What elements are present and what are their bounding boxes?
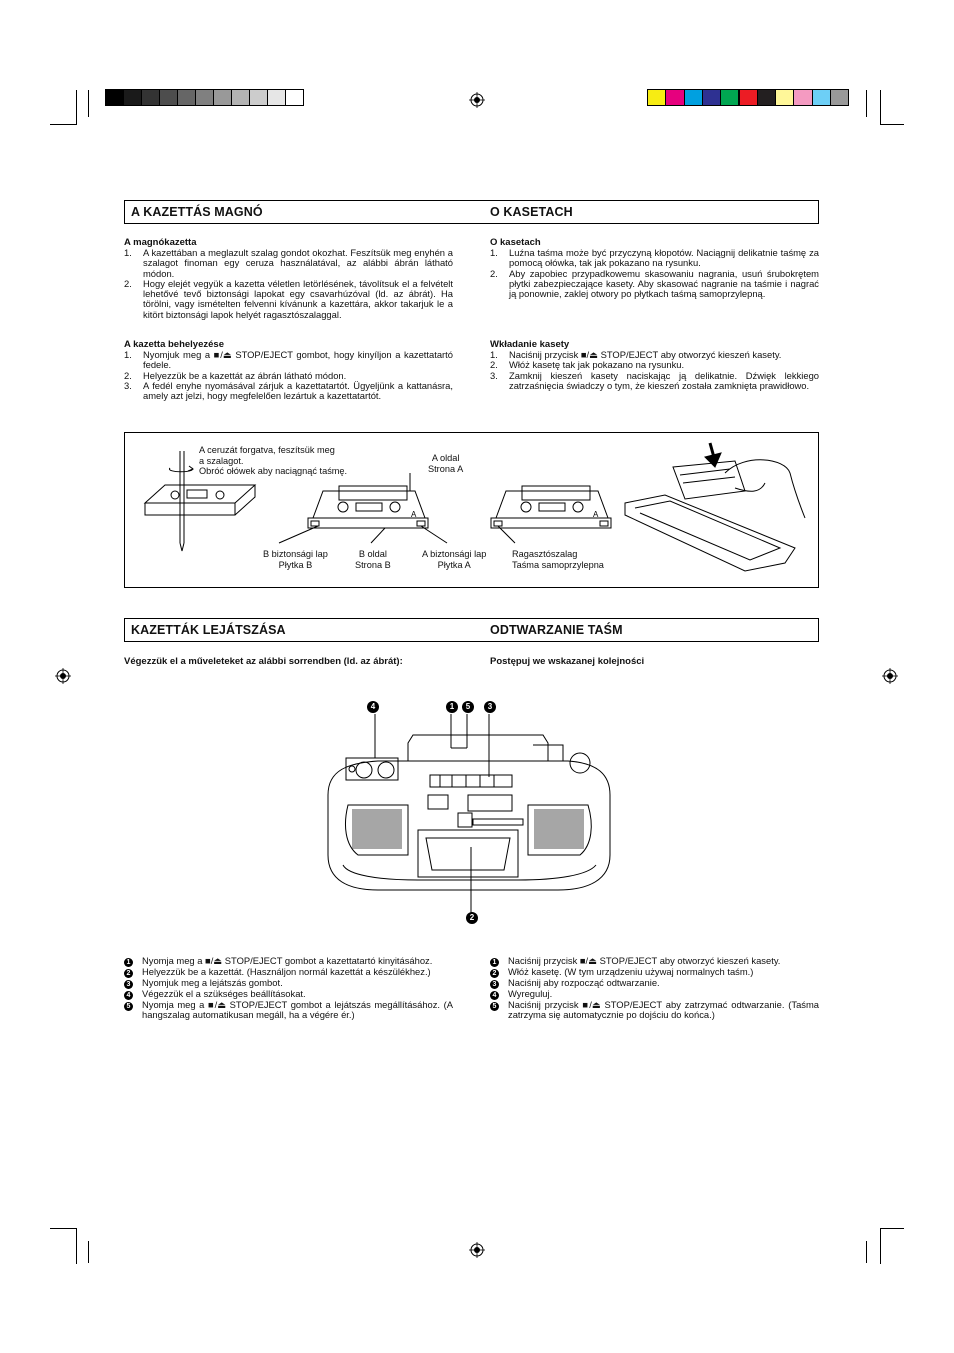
color-swatch	[720, 89, 740, 106]
section-title-hu: A KAZETTÁS MAGNÓ	[131, 205, 263, 219]
a-tab-label: A biztonsági lap Płytka A	[422, 549, 487, 570]
pencil-caption: A ceruzát forgatva, feszítsük meg a szal…	[199, 445, 348, 476]
list-item: 1.Nyomjuk meg a ■/⏏ STOP/EJECT gombot, h…	[124, 349, 453, 371]
section-header-box	[124, 200, 819, 224]
registration-mark-icon	[55, 668, 71, 684]
color-swatch	[793, 89, 813, 106]
list-item: 2.Aby zapobiec przypadkowemu skasowaniu …	[490, 267, 819, 300]
color-swatch	[195, 89, 214, 106]
subsection-title: A magnókazetta	[124, 237, 197, 248]
instruction-list: 1.Luźna taśma może być przyczyną kłopotó…	[490, 247, 819, 300]
section-title-pl: O KASETACH	[490, 205, 573, 219]
color-swatch	[811, 89, 831, 106]
cassette-figure: A A A ceruzát forgatva, feszítsük meg a …	[124, 432, 819, 588]
playback-intro-pl: Postępuj we wskazanej kolejności	[490, 656, 645, 667]
cassette-side-letter: A	[411, 510, 417, 519]
callout-marker: 3	[484, 701, 496, 713]
color-swatch	[285, 89, 304, 106]
boombox-illustration	[327, 714, 611, 913]
callout-marker: 4	[367, 701, 379, 713]
instruction-list: 1.A kazettában a meglazult szalag gondot…	[124, 247, 453, 320]
list-item: 2.Helyezzük be a kazettát az ábrán látha…	[124, 369, 347, 381]
playback-intro-hu: Végezzük el a műveleteket az alábbi sorr…	[124, 656, 403, 667]
list-item: 3.A fedél enyhe nyomásával zárjuk a kaze…	[124, 379, 453, 402]
registration-mark-icon	[882, 668, 898, 684]
callout-marker: 1	[446, 701, 458, 713]
color-swatch	[213, 89, 232, 106]
color-swatch	[159, 89, 178, 106]
color-swatch	[231, 89, 250, 106]
color-swatch	[267, 89, 286, 106]
color-swatch	[177, 89, 196, 106]
list-item: 2.Hogy elejét vegyük a kazetta véletlen …	[124, 277, 453, 320]
list-item: 2.Włóż kasetę tak jak pokazano na rysunk…	[490, 359, 685, 371]
color-swatch	[701, 89, 722, 106]
color-swatch	[123, 89, 142, 106]
list-item: 1.Luźna taśma może być przyczyną kłopotó…	[490, 247, 819, 269]
b-tab-label: B biztonsági lap Płytka B	[263, 549, 328, 570]
color-swatch	[683, 89, 703, 106]
callout-marker: 5	[462, 701, 474, 713]
section-title-hu: KAZETTÁK LEJÁTSZÁSA	[131, 623, 286, 637]
instruction-list: 1.Nyomjuk meg a ■/⏏ STOP/EJECT gombot, h…	[124, 349, 453, 402]
tape-label: Ragasztószalag Taśma samoprzylepna	[512, 549, 604, 570]
registration-mark-icon	[469, 92, 485, 108]
cassette-side-letter: A	[593, 510, 599, 519]
color-swatch	[830, 89, 850, 106]
list-item: 3.Zamknij kieszeń kasety naciskając ją d…	[490, 369, 819, 391]
callout-marker: 2	[466, 912, 478, 924]
list-item: 1.Naciśnij przycisk ■/⏏ STOP/EJECT aby o…	[490, 349, 782, 360]
color-swatch	[249, 89, 268, 106]
color-swatch	[775, 89, 795, 106]
section-title-pl: ODTWARZANIE TAŚM	[490, 623, 623, 637]
subsection-title: A kazetta behelyezése	[124, 339, 224, 350]
instruction-list: 1.Naciśnij przycisk ■/⏏ STOP/EJECT aby o…	[490, 349, 819, 391]
side-a-label: A oldal Strona A	[428, 453, 464, 474]
color-swatch	[647, 89, 667, 106]
subsection-title: Wkładanie kasety	[490, 339, 570, 350]
registration-mark-icon	[469, 1242, 485, 1258]
b-side-label: B oldal Strona B	[355, 549, 391, 570]
color-swatch	[756, 89, 777, 106]
list-item: 1.A kazettában a meglazult szalag gondot…	[124, 247, 453, 279]
section-header-box	[124, 618, 819, 642]
cassette-illustration: A A	[143, 442, 806, 572]
color-swatch	[738, 89, 758, 106]
color-swatch	[141, 89, 160, 106]
color-swatch	[665, 89, 685, 106]
subsection-title: O kasetach	[490, 237, 541, 248]
color-swatch	[105, 89, 124, 106]
